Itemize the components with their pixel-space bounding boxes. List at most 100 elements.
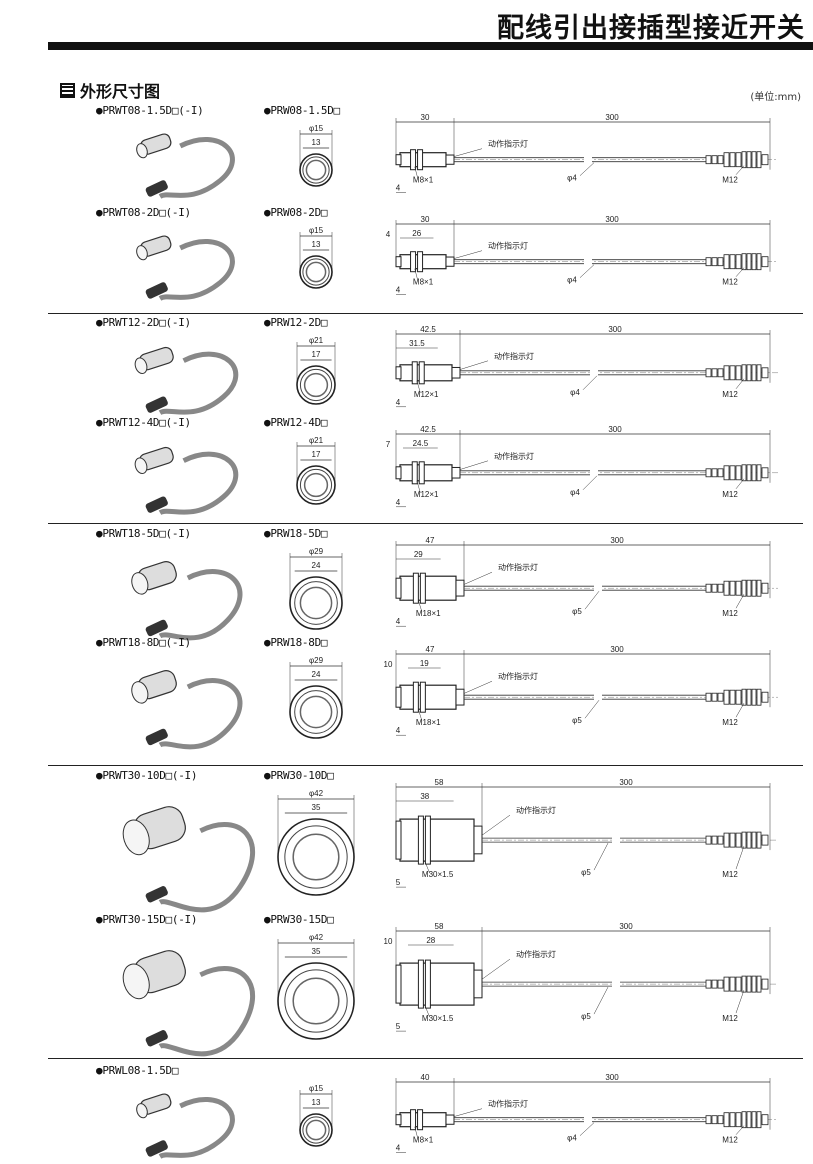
total-length-label: 58 <box>435 778 444 787</box>
total-length-label: 42.5 <box>420 325 436 334</box>
connector-photo <box>145 282 168 299</box>
connector-photo <box>145 886 168 903</box>
sensor-photo <box>122 806 255 913</box>
thread-label: M8×1 <box>413 278 434 287</box>
total-length-label: 42.5 <box>420 425 436 434</box>
connector <box>705 579 769 597</box>
body-length-label: 38 <box>420 792 429 801</box>
cable-photo <box>158 137 235 199</box>
cable-length-label: 300 <box>610 645 624 654</box>
face-model-label: ●PRW12-4D□ <box>264 416 328 429</box>
connector-label: M12 <box>722 1014 738 1023</box>
sensor-face-photo <box>134 357 148 375</box>
connector-photo <box>145 396 168 413</box>
outer-dia-label: φ29 <box>309 656 324 665</box>
connector-photo <box>145 1030 168 1047</box>
sensor-body <box>399 818 475 862</box>
sensor-face-photo <box>134 457 148 475</box>
photo-model-label: ●PRWT18-8D□(-I) <box>96 636 191 649</box>
sensor-face-photo <box>122 819 150 856</box>
photo-model-label: ●PRWT12-4D□(-I) <box>96 416 191 429</box>
inner-dia-label: 17 <box>312 350 321 359</box>
sensor-photo <box>122 950 255 1057</box>
cable-length-label: 300 <box>605 215 619 224</box>
sensor-face-photo <box>136 1103 148 1119</box>
outer-dia-label: φ15 <box>309 226 324 235</box>
inner-dia-label: 17 <box>312 450 321 459</box>
connector <box>705 688 769 706</box>
body-length-label: 24.5 <box>413 439 429 448</box>
row-separator <box>48 313 803 314</box>
inner-dia-label: 35 <box>312 803 321 812</box>
tip-length-label: 4 <box>396 617 401 626</box>
cable-dia-label: φ5 <box>572 716 582 725</box>
sensor-photo <box>131 561 243 641</box>
sensor-photo <box>134 346 239 416</box>
front-view: φ29 24 <box>289 656 343 739</box>
photo-model-label: ●PRWL08-1.5D□ <box>96 1064 179 1077</box>
total-length-label: 47 <box>426 645 435 654</box>
connector-label: M12 <box>722 718 738 727</box>
photo-model-label: ●PRWT30-10D□(-I) <box>96 769 198 782</box>
thread-label: M30×1.5 <box>422 1014 454 1023</box>
indicator-label: 动作指示灯 <box>516 805 556 815</box>
row-separator <box>48 765 803 766</box>
face-model-label: ●PRW12-2D□ <box>264 316 328 329</box>
sensor-photo <box>136 133 235 199</box>
cable-photo <box>158 678 243 750</box>
sensor-body <box>399 684 457 710</box>
tip-length-label: 4 <box>396 286 401 295</box>
cable-dia-label: φ5 <box>581 1012 591 1021</box>
cable-length-label: 300 <box>619 778 633 787</box>
sensor-body <box>399 575 457 601</box>
cable-length-label: 300 <box>608 325 622 334</box>
connector <box>705 831 769 849</box>
row-separator <box>48 1058 803 1059</box>
thread-label: M18×1 <box>416 718 441 727</box>
body-length-label: 29 <box>414 550 423 559</box>
tip-length-label: 4 <box>396 398 401 407</box>
cable-photo <box>158 451 239 516</box>
section-title-text: 外形尺寸图 <box>80 82 161 101</box>
cable-photo <box>158 239 235 301</box>
inner-dia-label: 24 <box>312 561 321 570</box>
total-length-label: 30 <box>421 215 430 224</box>
row-separator <box>48 523 803 524</box>
connector-label: M12 <box>722 176 738 185</box>
cable-dia-label: φ5 <box>581 868 591 877</box>
inner-dia-label: 24 <box>312 670 321 679</box>
indicator-label: 动作指示灯 <box>494 451 534 461</box>
sensor-body <box>399 464 453 482</box>
indicator-label: 动作指示灯 <box>498 562 538 572</box>
tip-length-label: 4 <box>396 184 401 193</box>
page-title: 配线引出接插型接近开关 <box>497 13 805 44</box>
front-gap-label: 10 <box>384 937 393 946</box>
cable-length-label: 300 <box>605 113 619 122</box>
connector-label: M12 <box>722 278 738 287</box>
cable-dia-label: φ4 <box>567 1134 577 1143</box>
unit-label: (单位:mm) <box>750 92 801 103</box>
indicator-label: 动作指示灯 <box>494 351 534 361</box>
thread-label: M12×1 <box>414 490 439 499</box>
cable-length-label: 300 <box>608 425 622 434</box>
indicator-label: 动作指示灯 <box>488 1099 528 1109</box>
body-length-label: 28 <box>426 936 435 945</box>
